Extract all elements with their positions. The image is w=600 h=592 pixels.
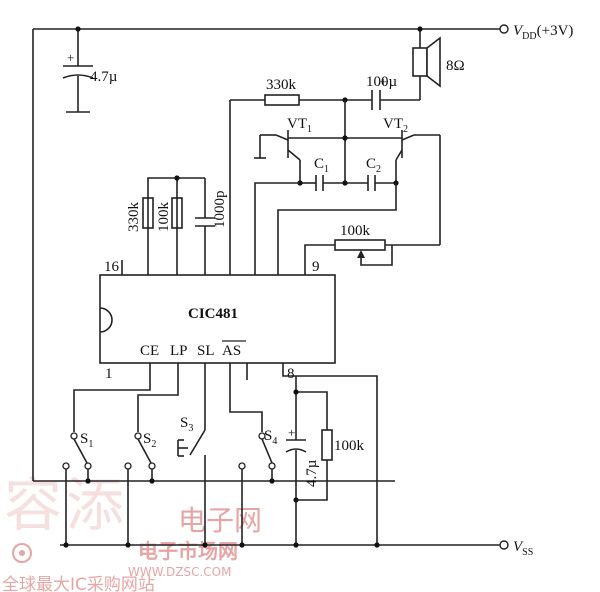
watermark-market: 电子市场网 [138, 539, 238, 563]
ic-pin-as: AS [222, 343, 241, 359]
pin-as-wire [229, 363, 263, 432]
watermark-flower-icon [12, 543, 32, 563]
s4-label: S4 [264, 428, 277, 447]
vt1-label: VT1 [287, 116, 312, 135]
c2-label: C2 [366, 156, 381, 175]
capacitor-c2: C2 [345, 156, 396, 191]
capacitor-4u7-bottom-value: 4.7µ [304, 459, 320, 487]
vt2-label: VT2 [383, 116, 408, 135]
vss-rail: VSS [60, 539, 533, 558]
speaker-value: 8Ω [446, 58, 465, 74]
rc-network-left: 330k 100k 1000p [126, 177, 228, 275]
pin8-timing-network: + 4.7µ 100k [282, 363, 378, 545]
vt1-to-ic-wire [254, 182, 300, 275]
resistor-100k-left-value: 100k [156, 202, 172, 233]
coupling-capacitor-100u: + 100µ [345, 74, 420, 110]
s3-label: S3 [180, 415, 193, 434]
s2-label: S2 [143, 431, 156, 450]
potentiometer-100k: 100k [304, 223, 440, 275]
watermark-slogan: 全球最大IC采购网站 [2, 575, 155, 592]
watermark-url: WWW.DZSC.COM [128, 565, 231, 579]
vdd-label: VDD(+3V) [513, 23, 573, 42]
pot-value: 100k [340, 223, 371, 239]
switch-s4: S4 [238, 428, 277, 545]
watermark-logo-glyph-1: 容 [4, 471, 62, 539]
watermark: 容 添 电子网 电子市场网 WWW.DZSC.COM 全球最大IC采购网站 [2, 471, 262, 592]
pin-ce-wire [73, 363, 151, 432]
capacitor-1000p-value: 1000p [212, 191, 228, 229]
resistor-100k-left [171, 197, 183, 229]
resistor-330k-top-value: 330k [266, 77, 297, 93]
ic-name: CIC481 [188, 306, 238, 322]
ic-pin1-label: 1 [105, 366, 113, 382]
ic-pin8-label: 8 [287, 366, 295, 382]
supply-capacitor-value: 4.7µ [90, 69, 118, 85]
s1-label: S1 [80, 431, 93, 450]
ic-pin-sl: SL [197, 343, 215, 359]
supply-capacitor: + 4.7µ [62, 29, 118, 113]
vdd-terminal [499, 24, 509, 34]
svg-text:+: + [67, 50, 74, 65]
coupling-capacitor-value: 100µ [366, 74, 398, 90]
resistor-330k-left-value: 330k [126, 202, 142, 233]
capacitor-c1: C1 [300, 156, 345, 191]
resistor-100k-bottom-value: 100k [334, 438, 365, 454]
speaker: 8Ω [412, 29, 465, 100]
resistor-330k-left [142, 197, 154, 229]
vss-terminal [499, 540, 509, 550]
vss-label: VSS [513, 539, 533, 558]
c1-label: C1 [314, 156, 329, 175]
resistor-100k-bottom [321, 429, 333, 461]
ic-pin16-label: 16 [104, 259, 120, 275]
ic-cic481: CIC481 CE LP SL AS 16 9 1 8 [99, 259, 336, 382]
watermark-site-cn: 电子网 [178, 504, 262, 537]
ic-pin-ce: CE [140, 343, 159, 359]
vdd-rail: VDD(+3V) [33, 23, 573, 42]
ic-pin-lp: LP [170, 343, 188, 359]
svg-text:+: + [288, 425, 295, 440]
transistor-vt2: VT2 [345, 116, 441, 245]
resistor-330k-top: 330k [229, 77, 345, 275]
switch-s3: S3 [177, 400, 206, 545]
transistor-vt1: VT1 [254, 116, 345, 183]
watermark-logo-glyph-2: 添 [66, 471, 124, 539]
switch-s2: S2 [124, 431, 156, 545]
vt2-to-ic-wire [277, 183, 397, 275]
pin-lp-wire [137, 363, 179, 432]
ic-pin9-label: 9 [312, 259, 320, 275]
svg-text:+: + [380, 74, 387, 89]
